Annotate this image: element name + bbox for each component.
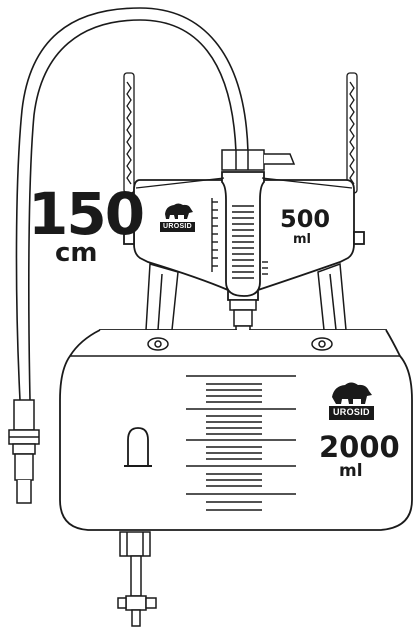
bag-hanger-hole-right <box>311 337 333 351</box>
chamber-side-scale <box>211 198 268 275</box>
bag-hanger-hole-left <box>147 337 169 351</box>
bear-logo-icon <box>165 203 193 219</box>
chamber-volume-unit: ml <box>293 232 312 247</box>
bag-graduation-marks <box>186 375 296 511</box>
drain-tap <box>117 531 157 627</box>
inlet-valve <box>221 149 296 171</box>
tube-connector <box>8 399 40 504</box>
chamber-graduation-marks <box>232 205 254 279</box>
chamber-volume-value: 500 <box>280 205 331 233</box>
hanging-strap-right <box>346 72 358 194</box>
chamber-brand-label: UROSID <box>160 222 196 232</box>
bear-logo-icon <box>332 382 372 404</box>
hanging-strap-left <box>123 72 135 194</box>
collection-bag <box>59 329 413 531</box>
bag-volume-unit: ml <box>339 461 363 481</box>
tube-length-unit: cm <box>55 238 98 268</box>
chamber-support-legs <box>145 262 347 331</box>
bag-volume-value: 2000 <box>319 430 400 464</box>
bag-brand-label: UROSID <box>329 406 374 420</box>
tube-length-value: 150 <box>28 180 145 248</box>
drainage-tube <box>15 7 249 401</box>
